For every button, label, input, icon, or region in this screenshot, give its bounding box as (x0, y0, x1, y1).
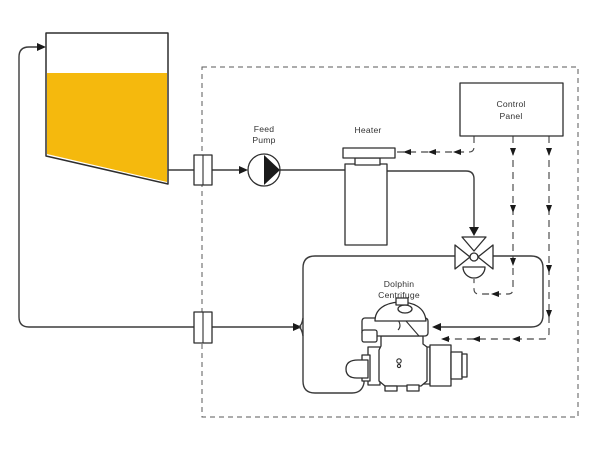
signal-arrow-icon (510, 258, 516, 266)
signal-path-heater (397, 136, 475, 153)
centrifuge-sight-glass (397, 304, 413, 314)
control-panel-box (459, 82, 564, 137)
signal-arrow-icon (546, 265, 552, 273)
signal-path-valve (473, 136, 514, 295)
centrifuge-label-line1: Dolphin (384, 279, 415, 289)
heater-outlet-pipe (387, 170, 479, 236)
motor-ring (450, 351, 463, 380)
boundary-flange-lower (193, 311, 213, 344)
signal-arrow-icon (510, 148, 516, 156)
skid-boundary-box (201, 66, 579, 418)
signal-arrow-icon (546, 148, 552, 156)
signal-line-valve (473, 136, 516, 297)
loop-right-path (441, 255, 544, 328)
pump-impeller-triangle-icon (264, 155, 280, 185)
signal-line-centrifuge (441, 136, 552, 342)
feed-pump (247, 153, 281, 187)
signal-arrow-icon (510, 205, 516, 213)
signal-arrow-icon (546, 205, 552, 213)
valve-top-triangle (461, 236, 487, 252)
heater-to-valve-path (387, 170, 475, 228)
heater (342, 147, 396, 246)
loop-left-path (302, 255, 455, 394)
pipe-arrow-into-pump-icon (239, 166, 248, 174)
boundary-flange-upper (193, 154, 213, 186)
heater-body (344, 163, 388, 246)
valve-left-triangle (454, 244, 471, 270)
heater-label: Heater (355, 125, 382, 135)
signal-arrow-icon (441, 336, 449, 342)
signal-line-heater (397, 136, 475, 155)
signal-arrow-icon (512, 336, 520, 342)
centrifuge-foot (406, 384, 420, 392)
signal-arrow-icon (546, 310, 552, 318)
signal-arrow-icon (428, 149, 436, 155)
return-pipe-path (18, 46, 194, 328)
valve-right-triangle (477, 244, 494, 270)
centrifuge-inlet-stub (345, 359, 369, 379)
motor-body (429, 344, 452, 387)
pipe-arrow-into-valve-icon (469, 227, 479, 236)
centrifuge-bolt-detail (396, 358, 402, 364)
centrifuge-bowl (378, 335, 428, 387)
control-panel-label-line2: Panel (500, 111, 523, 121)
signal-arrow-icon (472, 336, 480, 342)
pipe-arrow-into-loop-icon (293, 323, 302, 331)
heater-neck (354, 157, 381, 166)
dolphin-centrifuge (345, 297, 468, 392)
centrifuge-left-port (361, 329, 378, 343)
pipe-arrow-into-tank-icon (37, 43, 46, 51)
centrifuge-top-cap (395, 297, 409, 306)
oil-tank (45, 32, 169, 185)
valve-actuator-dome (462, 266, 486, 279)
feed-pump-label-line1: Feed (254, 124, 274, 134)
control-panel: Control Panel (459, 82, 564, 137)
tank-oil-fill (47, 73, 167, 182)
signal-path-centrifuge (441, 136, 550, 340)
valve-center (469, 252, 479, 262)
control-panel-label-line1: Control (496, 99, 525, 109)
centrifuge-bolt-detail (396, 363, 402, 369)
heater-top-cap (342, 147, 396, 159)
tank-outlet-pipe (168, 166, 345, 174)
centrifuge-label-line2: Centrifuge (378, 290, 420, 300)
three-way-valve (454, 236, 494, 279)
signal-arrow-icon (403, 149, 411, 155)
motor-end-cap (461, 353, 468, 378)
signal-arrow-icon (491, 291, 499, 297)
pipe-arrow-into-centrifuge-icon (432, 323, 441, 331)
recirculation-loop-pipe (302, 255, 544, 394)
tank-outline (45, 32, 169, 185)
signal-arrow-icon (453, 149, 461, 155)
feed-pump-label-line2: Pump (252, 135, 275, 145)
centrifuge-foot (384, 385, 398, 392)
